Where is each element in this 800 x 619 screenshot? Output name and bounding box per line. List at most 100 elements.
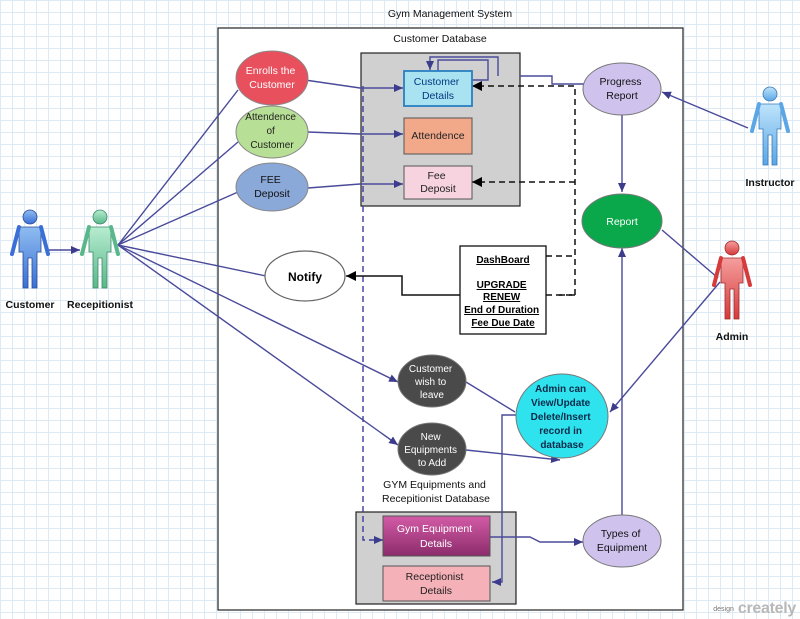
- link-admin-report: [661, 229, 719, 279]
- svg-text:Receptionist Details: Receptionist Details: [406, 571, 467, 597]
- equipment-line1: New: [421, 432, 442, 443]
- dashboard-item-end: End of Duration: [464, 305, 539, 316]
- table-receptionist[interactable]: Receptionist Details: [382, 565, 491, 602]
- progress-line2: Report: [606, 90, 638, 102]
- dashboard-title: DashBoard: [476, 255, 529, 266]
- link-enroll-details: [304, 79, 403, 92]
- gym-table-line1: Gym Equipment: [397, 523, 472, 535]
- svg-text:UPGRADE RENEW End: UPGRADE RENEW End of Duration Fee Due Da…: [464, 280, 542, 329]
- link-fee-table: [307, 180, 403, 189]
- actor-customer[interactable]: [10, 209, 50, 289]
- actor-instructor[interactable]: [750, 86, 790, 166]
- table-fee-deposit[interactable]: Fee Deposit: [403, 165, 473, 200]
- link-gym-types: [490, 536, 583, 546]
- svg-text:Customer Details: Customer Details: [414, 76, 462, 102]
- report-label: Report: [606, 216, 638, 228]
- equipment-line2: Equipments: [404, 445, 457, 456]
- equipment-line3: to Add: [418, 458, 446, 469]
- crud-line1: Admin can: [535, 384, 586, 395]
- actor-instructor-label: Instructor: [745, 177, 794, 189]
- link-details-loop-2: [426, 56, 499, 76]
- usecase-attendance[interactable]: Attendence of Customer: [235, 105, 309, 159]
- fee-table-line1: Fee: [427, 170, 445, 182]
- usecase-report[interactable]: Report: [581, 193, 663, 249]
- actor-receptionist-label: Recepitionist: [67, 299, 133, 311]
- receptionist-table-line2: Details: [420, 585, 452, 597]
- enroll-line2: Customer: [249, 79, 295, 91]
- link-rec-leave: [117, 244, 399, 383]
- leave-line2: wish to: [414, 377, 447, 388]
- table-gym-equipment[interactable]: Gym Equipment Details: [382, 515, 491, 557]
- actor-admin-label: Admin: [716, 331, 749, 343]
- fee-line1: FEE: [260, 174, 280, 186]
- link-equipment-crud: [465, 449, 561, 464]
- customer-database-label: Customer Database: [393, 33, 487, 45]
- creately-watermark: design creately: [713, 600, 796, 617]
- usecase-customer-leave[interactable]: Customer wish to leave: [397, 354, 467, 408]
- link-rec-enroll: [117, 89, 239, 246]
- usecase-fee-deposit[interactable]: FEE Deposit: [235, 162, 309, 212]
- usecase-progress-report[interactable]: Progress Report: [582, 62, 662, 116]
- crud-line3: Delete/Insert: [531, 412, 592, 423]
- usecase-notify[interactable]: Notify: [264, 250, 346, 302]
- leave-line1: Customer: [409, 364, 453, 375]
- dashboard-item-fee: Fee Due Date: [471, 318, 535, 329]
- crud-line4: record in: [539, 426, 582, 437]
- link-rec-notify: [117, 244, 267, 277]
- types-line1: Types of: [601, 528, 641, 540]
- leave-line3: leave: [420, 390, 444, 401]
- attendance-line3: Customer: [250, 140, 294, 151]
- svg-text:Progress Report: Progress Report: [600, 76, 645, 102]
- svg-text:GYM Equipments and Recepit: GYM Equipments and Recepitionist Databas…: [382, 479, 490, 505]
- usecase-new-equipment[interactable]: New Equipments to Add: [397, 422, 467, 476]
- gym-database-label-2: Recepitionist Database: [382, 493, 490, 505]
- usecase-admin-crud[interactable]: Admin can View/Update Delete/Insert reco…: [515, 373, 609, 459]
- crud-line2: View/Update: [531, 398, 591, 409]
- svg-text:New Equipments to: New Equipments to Add: [404, 432, 460, 469]
- notify-label: Notify: [288, 270, 322, 284]
- link-rec-attendance: [117, 141, 239, 246]
- svg-text:Enrolls the Customer: Enrolls the Customer: [246, 65, 299, 91]
- gym-database-label-1: GYM Equipments and: [383, 479, 486, 491]
- svg-text:Types of Equipment: Types of Equipment: [597, 528, 647, 554]
- receptionist-table-line1: Receptionist: [406, 571, 464, 583]
- actor-receptionist[interactable]: [80, 209, 120, 289]
- svg-text:Gym Equipment Details: Gym Equipment Details: [397, 523, 475, 550]
- watermark-brand: creately: [737, 600, 796, 617]
- link-rec-fee: [117, 191, 239, 246]
- progress-line1: Progress: [600, 76, 642, 88]
- actor-customer-label: Customer: [5, 299, 54, 311]
- attendance-line1: Attendence: [245, 112, 296, 123]
- watermark-note: design: [713, 605, 734, 613]
- link-admin-crud: [609, 281, 721, 413]
- link-instructor-progress: [661, 91, 749, 129]
- svg-text:Admin can View/Update: Admin can View/Update Delete/Insert reco…: [531, 384, 594, 451]
- link-attendance-table: [307, 130, 403, 138]
- crud-line5: database: [540, 440, 584, 451]
- usecase-types-equipment[interactable]: Types of Equipment: [582, 514, 662, 568]
- svg-text:Attendence of Cust: Attendence of Customer: [245, 112, 298, 151]
- dashboard-item-renew: RENEW: [483, 292, 521, 303]
- svg-text:Fee Deposit: Fee Deposit: [420, 170, 456, 195]
- types-line2: Equipment: [597, 542, 647, 554]
- table-customer-details[interactable]: Customer Details: [403, 70, 473, 107]
- table-attendance[interactable]: Attendence: [403, 117, 473, 155]
- fee-table-line2: Deposit: [420, 183, 456, 195]
- actor-admin[interactable]: [712, 240, 752, 320]
- link-crud-receptionist: [492, 414, 518, 586]
- customer-details-line1: Customer: [414, 76, 460, 88]
- dashed-link-customer-gym: [362, 86, 383, 544]
- attendance-line2: of: [266, 126, 275, 137]
- dashboard-box[interactable]: DashBoard UPGRADE RENEW End of Duration …: [459, 245, 547, 335]
- dashboard-item-upgrade: UPGRADE: [477, 280, 527, 291]
- svg-text:FEE Deposit: FEE Deposit: [254, 174, 290, 200]
- enroll-line1: Enrolls the: [246, 65, 296, 77]
- svg-text:Customer wish to l: Customer wish to leave: [409, 364, 455, 401]
- link-progress-db: [520, 75, 584, 85]
- link-leave-crud: [465, 381, 516, 413]
- usecase-enroll[interactable]: Enrolls the Customer: [235, 50, 309, 106]
- attendance-table-label: Attendence: [411, 130, 464, 142]
- diagram-title: Gym Management System: [388, 8, 513, 20]
- fee-line2: Deposit: [254, 188, 290, 200]
- link-rec-equipment: [117, 244, 399, 446]
